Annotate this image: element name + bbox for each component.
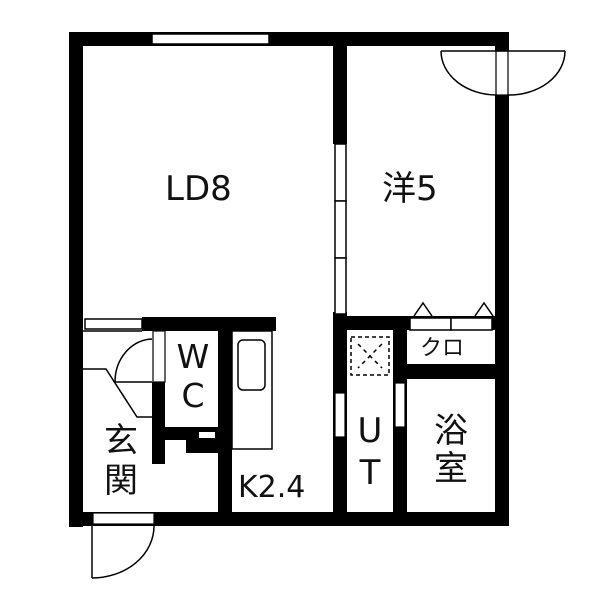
window-ld-top xyxy=(151,33,270,45)
room-label-bath-line1: 浴 xyxy=(434,411,468,451)
room-label-bath-line2: 室 xyxy=(434,449,468,489)
room-label-bath: 浴 室 xyxy=(427,414,475,490)
entrance-door xyxy=(91,512,155,579)
door-wc xyxy=(152,330,215,438)
door-wc-swing xyxy=(114,338,153,383)
wall-western-bottom xyxy=(333,301,509,331)
door-ut-kitchen xyxy=(334,392,346,438)
room-label-entrance-line2: 関 xyxy=(104,461,138,501)
wall-ld-bottom xyxy=(83,317,276,332)
room-label-wc-line1: W xyxy=(176,337,210,376)
room-label-wc: W C xyxy=(170,340,216,418)
room-label-western: 洋5 xyxy=(382,169,438,209)
room-label-entrance-line1: 玄 xyxy=(104,421,138,461)
kitchen-counter xyxy=(231,330,273,450)
room-label-utility: U T xyxy=(349,414,391,498)
room-label-utility-line2: T xyxy=(359,453,381,493)
room-label-wc-line2: C xyxy=(181,376,205,415)
door-western-balcony xyxy=(440,50,566,96)
room-label-ld: LD8 xyxy=(165,169,232,209)
room-label-closet: クロ xyxy=(420,336,465,361)
door-ut-bath xyxy=(394,382,406,428)
room-label-entrance: 玄 関 xyxy=(96,424,146,504)
entrance-step-line xyxy=(83,368,152,418)
partition-ld-western xyxy=(333,32,347,336)
washer-space-icon xyxy=(350,336,390,376)
room-label-kitchen: K2.4 xyxy=(238,470,306,505)
room-label-utility-line1: U xyxy=(357,411,383,451)
